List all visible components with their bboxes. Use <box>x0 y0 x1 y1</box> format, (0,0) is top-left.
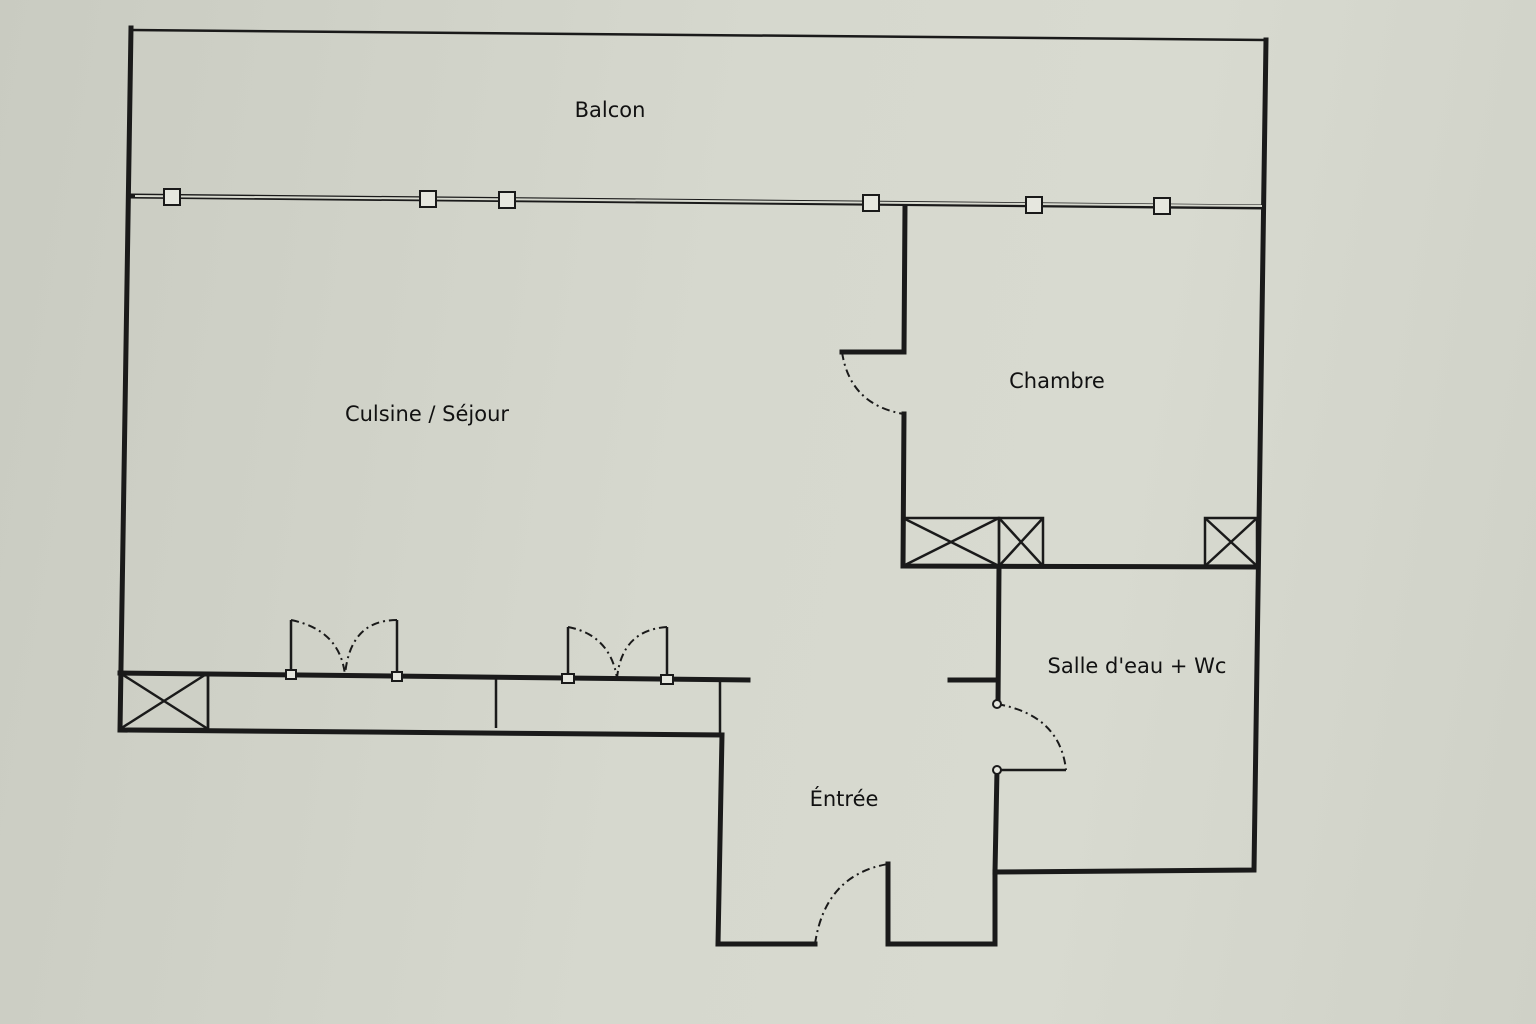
interior-walls <box>117 204 1259 947</box>
doors <box>285 351 1067 945</box>
room-label-chambre: Chambre <box>1009 369 1105 393</box>
exterior-walls <box>117 25 1269 947</box>
room-label-entree: Éntrée <box>810 786 879 811</box>
room-label-cuisine-sejour: Culsine / Séjour <box>345 402 509 426</box>
balcony-window-wall <box>128 188 1265 215</box>
room-label-balcon: Balcon <box>575 98 646 122</box>
room-label-salle-eau: Salle d'eau + Wc <box>1048 654 1227 678</box>
ducts <box>118 516 1259 731</box>
